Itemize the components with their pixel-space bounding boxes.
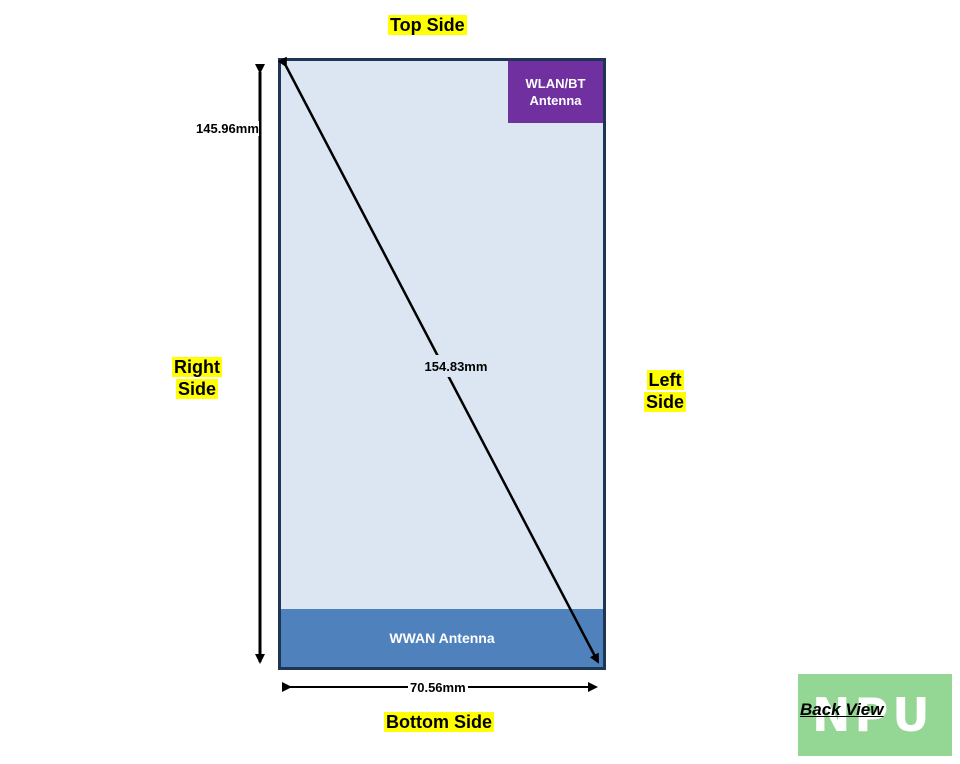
left-side-label: Left Side xyxy=(644,369,687,413)
width-dimension-label: 70.56mm xyxy=(408,680,468,695)
left-side-line2: Side xyxy=(644,392,687,412)
right-side-label: Right Side xyxy=(172,356,222,400)
right-side-line1: Right xyxy=(172,357,222,377)
back-view-label: Back View xyxy=(800,700,884,719)
npu-watermark-text: NPU xyxy=(812,688,934,742)
bottom-side-label: Bottom Side xyxy=(384,711,494,733)
bottom-side-text: Bottom Side xyxy=(384,712,494,732)
npu-watermark-logo: NPU xyxy=(798,674,952,756)
height-dimension-label: 145.96mm xyxy=(196,121,259,136)
diagonal-dimension-label: 154.83mm xyxy=(414,355,498,377)
top-side-text: Top Side xyxy=(388,15,467,35)
left-side-line1: Left xyxy=(646,370,684,390)
top-side-label: Top Side xyxy=(388,14,467,36)
right-side-line2: Side xyxy=(175,379,218,399)
